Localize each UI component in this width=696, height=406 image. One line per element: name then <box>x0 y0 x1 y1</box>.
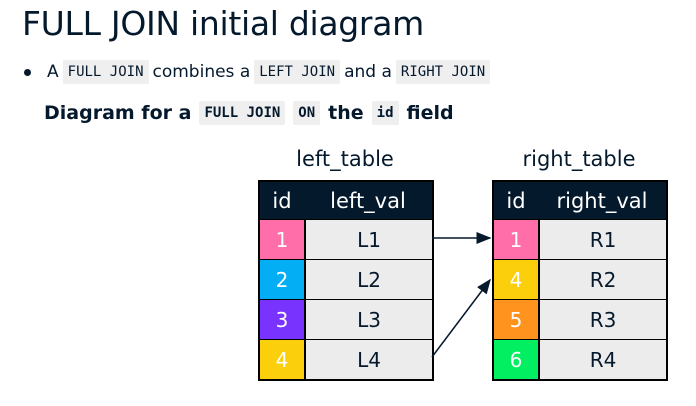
bullet-dot-icon <box>24 68 31 76</box>
code-left-join: LEFT JOIN <box>254 60 341 84</box>
right-table-row: 1 R1 <box>494 219 666 259</box>
left-row-val: L2 <box>306 260 432 299</box>
bullet-text-2: combines a <box>152 62 251 82</box>
left-header-val: left_val <box>330 188 406 213</box>
left-table-row: 1 L1 <box>260 219 432 259</box>
left-table: id left_val 1 L1 2 L2 3 L3 4 L4 <box>258 180 434 381</box>
slide-title: FULL JOIN initial diagram <box>22 4 424 43</box>
left-row-val: L4 <box>306 340 432 379</box>
left-table-row: 4 L4 <box>260 339 432 379</box>
left-row-val: L3 <box>306 300 432 339</box>
bullet-line: A FULL JOIN combines a LEFT JOIN and a R… <box>24 60 491 84</box>
subheading-text-3: field <box>406 102 454 124</box>
right-row-id: 4 <box>494 260 540 299</box>
bullet-text-1: A <box>47 62 59 82</box>
right-header-val: right_val <box>556 188 648 213</box>
diagram-subheading: Diagram for a FULL JOIN ON the id field <box>44 101 454 125</box>
code-right-join: RIGHT JOIN <box>395 60 491 84</box>
right-row-val: R3 <box>540 300 666 339</box>
right-row-id: 1 <box>494 220 540 259</box>
left-row-id: 2 <box>260 260 306 299</box>
left-table-row: 3 L3 <box>260 299 432 339</box>
code-full-join: FULL JOIN <box>62 60 149 84</box>
arrow-id-4 <box>431 278 491 358</box>
right-table-title: right_table <box>522 147 636 171</box>
left-row-val: L1 <box>306 220 432 259</box>
right-table-header: id right_val <box>494 182 666 219</box>
right-table-row: 5 R3 <box>494 299 666 339</box>
right-row-val: R4 <box>540 340 666 379</box>
subheading-text-2: the <box>328 102 364 124</box>
right-row-id: 6 <box>494 340 540 379</box>
left-row-id: 1 <box>260 220 306 259</box>
right-row-val: R2 <box>540 260 666 299</box>
left-header-id: id <box>272 188 292 213</box>
right-table-row: 6 R4 <box>494 339 666 379</box>
right-table: id right_val 1 R1 4 R2 5 R3 6 R4 <box>492 180 668 381</box>
subheading-text-1: Diagram for a <box>44 102 192 124</box>
left-row-id: 3 <box>260 300 306 339</box>
left-table-title: left_table <box>296 147 394 171</box>
right-row-val: R1 <box>540 220 666 259</box>
code-full-join-sub: FULL JOIN <box>199 101 286 125</box>
right-table-row: 4 R2 <box>494 259 666 299</box>
right-header-id: id <box>506 188 526 213</box>
left-table-row: 2 L2 <box>260 259 432 299</box>
right-row-id: 5 <box>494 300 540 339</box>
left-row-id: 4 <box>260 340 306 379</box>
code-on: ON <box>293 101 321 125</box>
left-table-header: id left_val <box>260 182 432 219</box>
bullet-text-3: and a <box>344 62 392 82</box>
code-id: id <box>371 101 399 125</box>
